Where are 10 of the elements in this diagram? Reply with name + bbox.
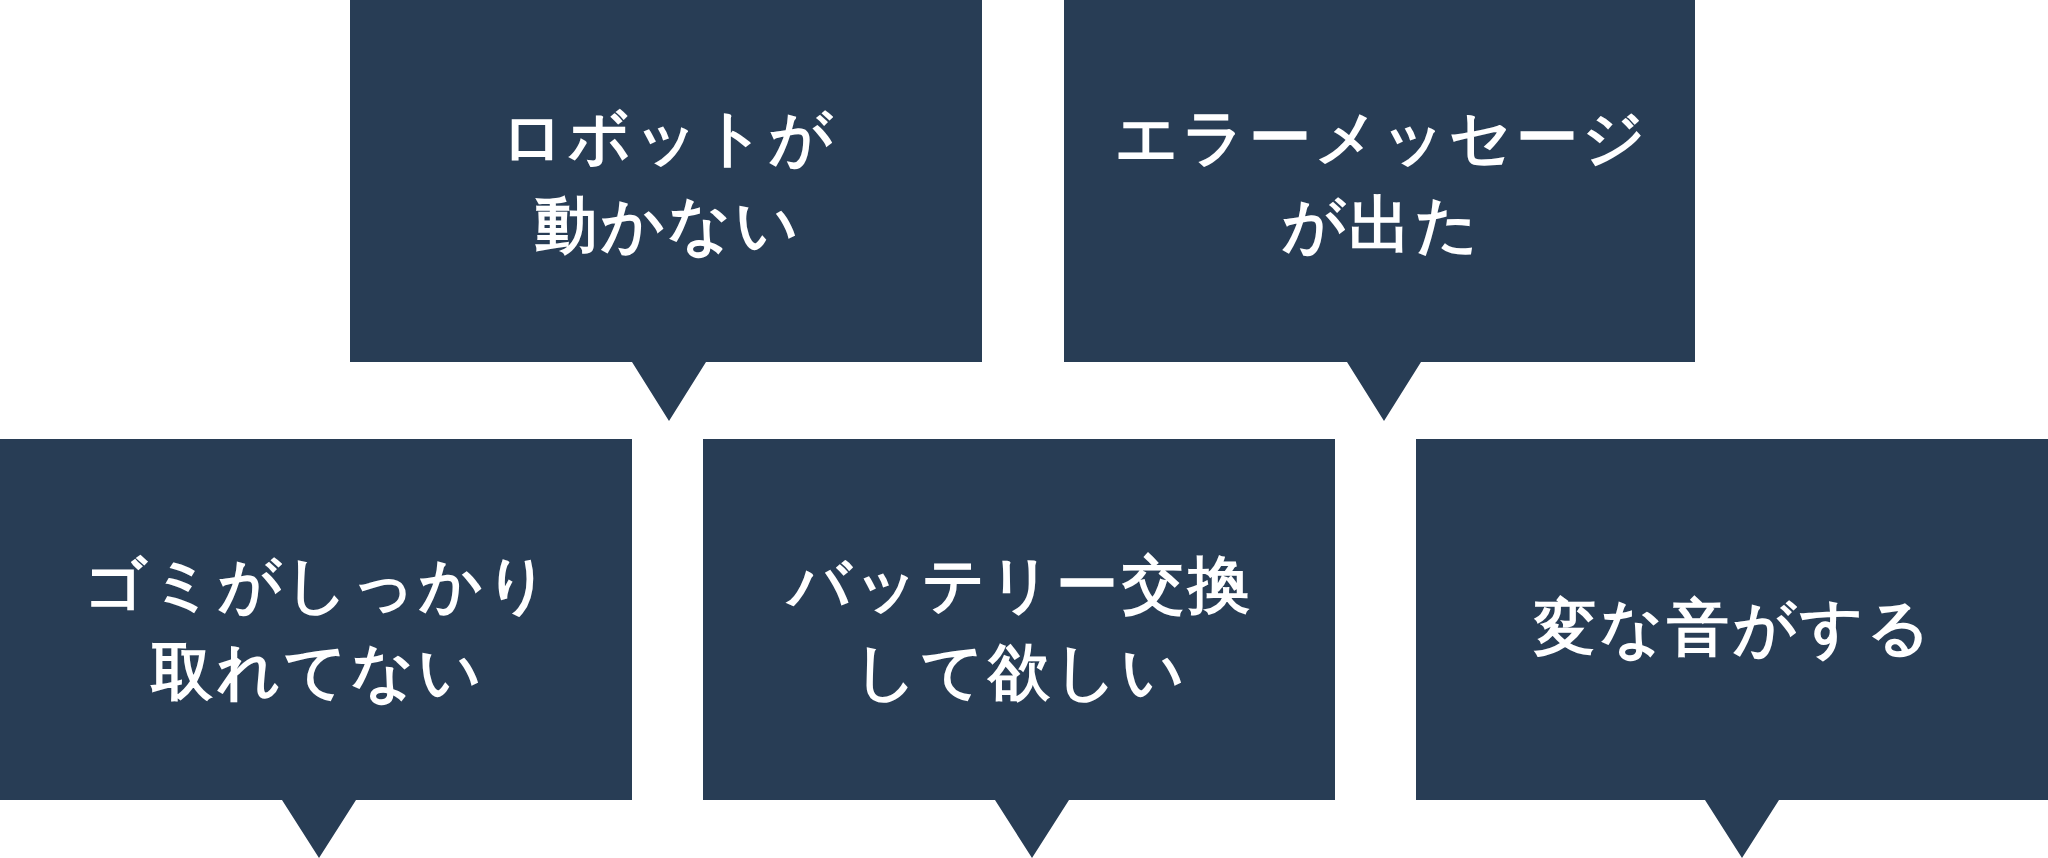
bubble-text: バッテリー交換して欲しい — [785, 546, 1255, 710]
bubble-text: ロボットが動かない — [499, 100, 837, 263]
bubble-text: ゴミがしっかり取れてない — [82, 546, 554, 710]
speech-bubble — [0, 439, 632, 858]
speech-bubble — [703, 439, 1335, 858]
speech-bubble — [1064, 0, 1695, 421]
speech-bubble — [1416, 439, 2048, 858]
bubble-text: 変な音がする — [1533, 590, 1934, 666]
bubble-text: エラーメッセージが出た — [1113, 100, 1650, 263]
speech-bubble — [350, 0, 982, 421]
